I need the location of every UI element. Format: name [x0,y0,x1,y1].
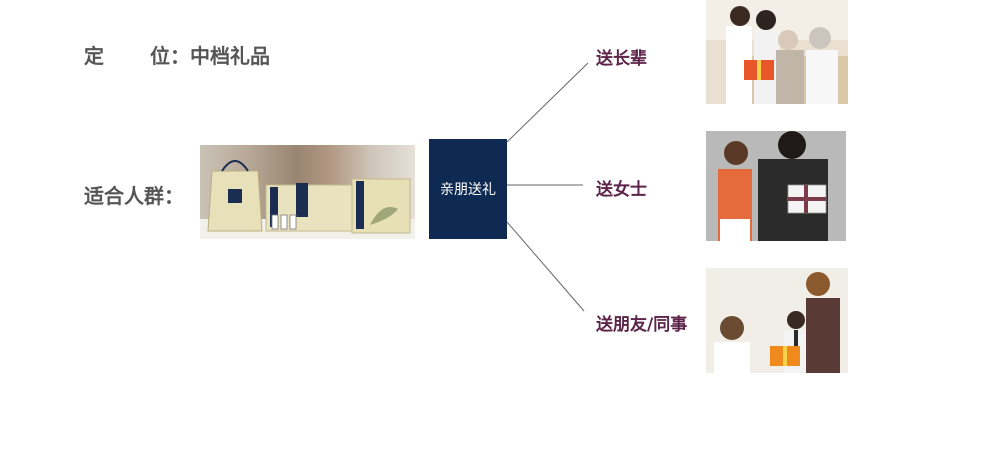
center-category-box: 亲朋送礼 [429,139,507,239]
product-gift-set-illustration [200,160,415,239]
product-gift-set-image [200,145,415,239]
target-friends-label: 送朋友/同事 [596,315,688,335]
positioning-key-part2: 位： [150,44,190,68]
colleagues-exchanging-gift-photo [706,268,848,373]
connector-to-elders [506,62,589,143]
target-elders-label: 送长辈 [596,49,647,69]
center-category-label: 亲朋送礼 [440,182,496,198]
target-women-label: 送女士 [596,180,647,200]
audience-label: 适合人群： [84,184,184,208]
elders-receiving-gift-photo [706,0,848,104]
man-giving-gift-to-woman-photo [706,131,846,241]
positioning-value: 中档礼品 [190,44,270,68]
positioning-label: 定 位：中档礼品 [84,40,270,69]
connector-to-friends [506,221,585,312]
positioning-key-part1: 定 [84,44,104,68]
